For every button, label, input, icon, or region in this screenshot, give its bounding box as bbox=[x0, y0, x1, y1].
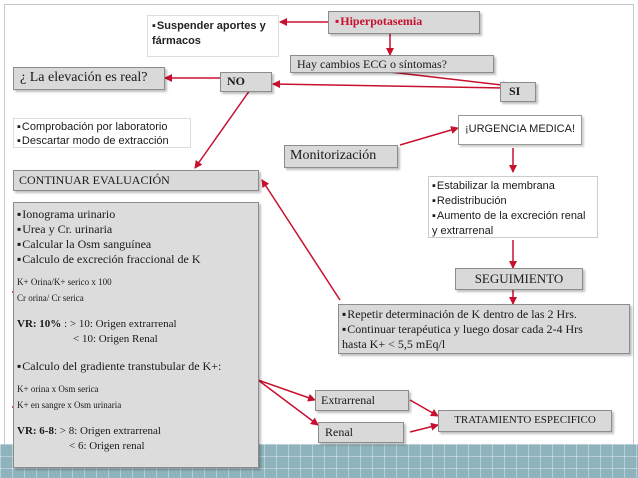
evaluacion-item-3: Calcular la Osm sanguínea bbox=[17, 237, 255, 252]
urgencia-label: ¡URGENCIA MEDICA! bbox=[465, 123, 576, 135]
si-label: SI bbox=[509, 84, 521, 98]
arrow-repetir-to-continuar bbox=[261, 179, 341, 301]
repetir-line-2: Continuar terapéutica y luego dosar cada… bbox=[342, 322, 626, 337]
arrow-eval-to-extrarrenal bbox=[257, 379, 316, 402]
gradiente-label: Calculo del gradiente transtubular de K+… bbox=[17, 359, 255, 374]
evaluacion-box: Ionograma urinario Urea y Cr. urinaria C… bbox=[13, 202, 259, 468]
arrow-eval-to-renal bbox=[257, 379, 319, 426]
vr1-label: VR: 10% bbox=[17, 318, 62, 330]
tratamiento-label: TRATAMIENTO ESPECIFICO bbox=[454, 414, 596, 426]
seguimiento-label: SEGUIMIENTO bbox=[474, 271, 564, 286]
formula1-denominator: Cr orina/ Cr serica bbox=[17, 293, 84, 303]
repetir-line-1: Repetir determinación de K dentro de las… bbox=[342, 307, 626, 322]
comprobacion-box: Comprobación por laboratorio Descartar m… bbox=[13, 118, 191, 148]
urgencia-box: ¡URGENCIA MEDICA! bbox=[458, 115, 582, 145]
no-label: NO bbox=[227, 74, 245, 88]
comprobacion-line-2: Descartar modo de extracción bbox=[17, 134, 187, 148]
evaluacion-item-2: Urea y Cr. urinaria bbox=[17, 222, 255, 237]
vr1-text-1: : > 10: Origen extrarrenal bbox=[61, 318, 177, 330]
elevacion-label: ¿ La elevación es real? bbox=[20, 70, 148, 85]
continuar-box: CONTINUAR EVALUACIÓN bbox=[13, 170, 259, 191]
monitorizacion-label: Monitorización bbox=[290, 148, 377, 163]
vr1-text-2: < 10: Origen Renal bbox=[73, 333, 158, 345]
cambios-ecg-box: Hay cambios ECG o síntomas? bbox=[290, 55, 494, 73]
extrarrenal-label: Extrarrenal bbox=[321, 393, 375, 407]
formula1-numerator: K+ Orina/K+ serico x 100 bbox=[17, 277, 112, 287]
renal-box: Renal bbox=[318, 422, 404, 443]
estabilizar-tail: y extrarrenal bbox=[432, 225, 494, 237]
formula2-denominator: K+ en sangre x Osm urinaria bbox=[17, 400, 122, 410]
vr2-line-1: VR: 6-8: > 8: Origen extrarrenal bbox=[17, 424, 255, 439]
comprobacion-line-1: Comprobación por laboratorio bbox=[17, 120, 187, 134]
vr1-line-1: VR: 10% : > 10: Origen extrarrenal bbox=[17, 317, 255, 332]
estabilizar-item-2: Redistribución bbox=[432, 194, 594, 209]
arrow-no-to-continuar bbox=[194, 89, 251, 169]
elevacion-box: ¿ La elevación es real? bbox=[13, 67, 165, 90]
monitorizacion-box: Monitorización bbox=[284, 145, 398, 168]
tratamiento-box: TRATAMIENTO ESPECIFICO bbox=[438, 410, 612, 432]
cambios-ecg-label: Hay cambios ECG o síntomas? bbox=[297, 57, 447, 71]
arrow-monitor-to-urgencia bbox=[399, 126, 459, 146]
no-box: NO bbox=[220, 72, 272, 92]
repetir-box: Repetir determinación de K dentro de las… bbox=[338, 304, 630, 354]
arrow-renal-to-tratamiento bbox=[409, 422, 439, 433]
hiperpotasemia-box: Hiperpotasemia bbox=[328, 11, 480, 34]
estabilizar-item-3: Aumento de la excreción renal bbox=[432, 209, 594, 224]
estabilizar-item-1: Estabilizar la membrana bbox=[432, 179, 594, 194]
estabilizar-box: Estabilizar la membrana Redistribución A… bbox=[428, 176, 598, 238]
evaluacion-item-1: Ionograma urinario bbox=[17, 207, 255, 222]
suspender-box: Suspender aportes y fármacos bbox=[147, 15, 279, 57]
hiperpotasemia-label: Hiperpotasemia bbox=[335, 14, 422, 28]
suspender-line-2: fármacos bbox=[152, 35, 201, 47]
continuar-label: CONTINUAR EVALUACIÓN bbox=[19, 173, 170, 187]
extrarrenal-box: Extrarrenal bbox=[315, 390, 409, 411]
vr2-text-1: : > 8: Origen extrarrenal bbox=[53, 425, 161, 437]
vr2-text-2: < 6: Origen renal bbox=[69, 440, 145, 452]
arrow-cambios-to-si bbox=[389, 71, 511, 90]
arrow-si-to-no bbox=[272, 80, 506, 89]
seguimiento-box: SEGUIMIENTO bbox=[455, 268, 583, 290]
formula2-numerator: K+ orina x Osm serica bbox=[17, 384, 99, 394]
vr2-label: VR: 6-8 bbox=[17, 425, 54, 437]
si-box: SI bbox=[500, 82, 536, 102]
suspender-line-1: Suspender aportes y bbox=[152, 19, 274, 34]
renal-label: Renal bbox=[325, 425, 353, 439]
repetir-line-3: hasta K+ < 5,5 mEq/l bbox=[342, 337, 446, 351]
evaluacion-item-4: Calculo de excreción fraccional de K bbox=[17, 252, 255, 267]
arrow-extrarrenal-to-tratamiento bbox=[409, 399, 439, 417]
